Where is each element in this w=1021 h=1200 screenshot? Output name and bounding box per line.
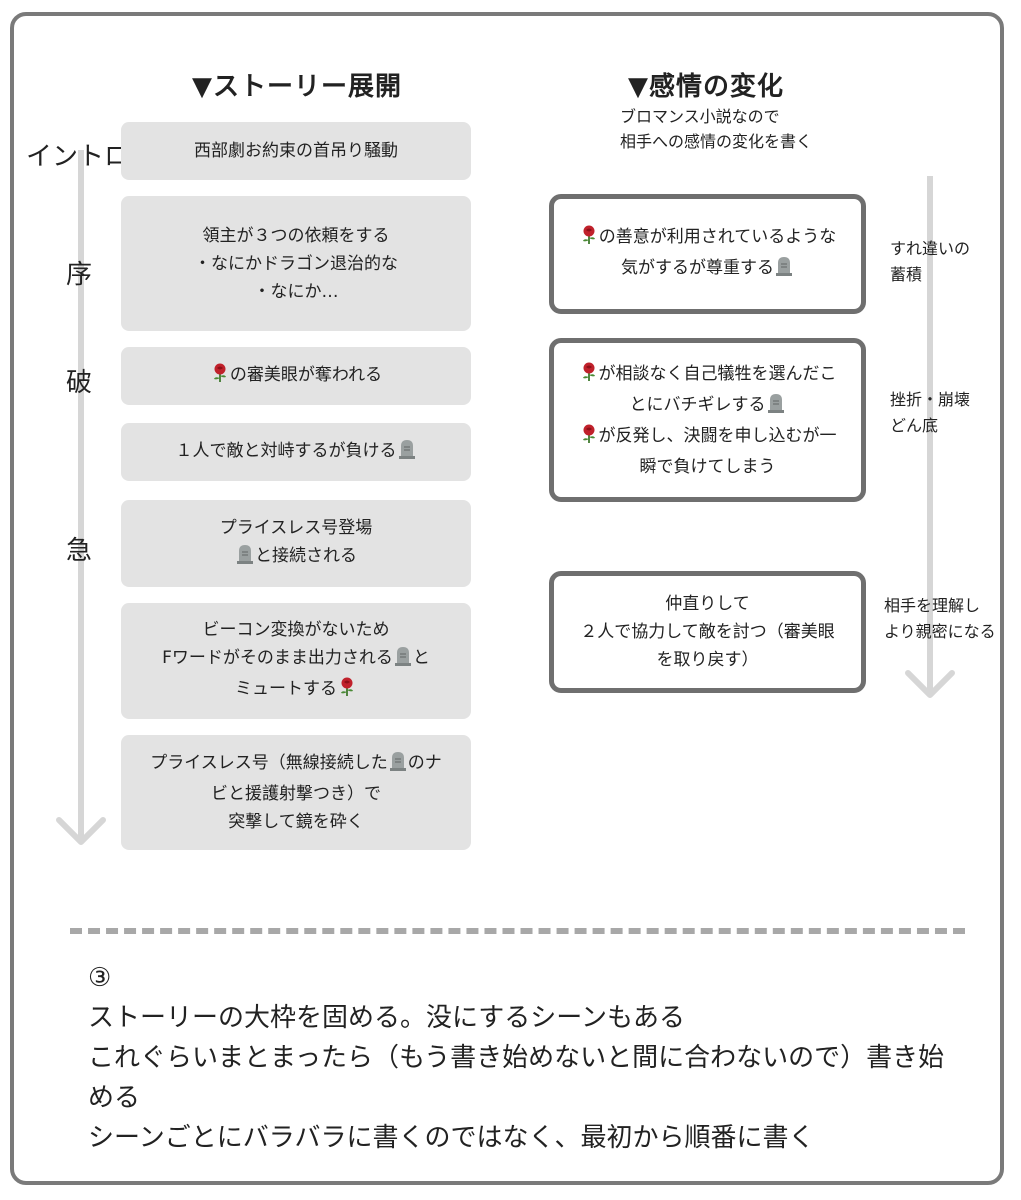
- section-divider: [70, 928, 965, 934]
- rose-icon: [580, 225, 598, 254]
- story-box-1: 西部劇お約束の首吊り騒動: [121, 122, 471, 180]
- box-text: の審美眼が奪われる: [210, 361, 382, 392]
- box-line: ビーコン変換がないため: [202, 620, 390, 640]
- tombstone-icon: [236, 544, 254, 573]
- tombstone-icon: [398, 439, 416, 468]
- box-text: 仲直りして ２人で協力して敵を討つ（審美眼を取り戻す）: [580, 590, 835, 674]
- side-label-line: すれ違いの: [890, 239, 971, 258]
- card-frame: [10, 12, 1004, 1185]
- story-box-3: の審美眼が奪われる: [121, 347, 471, 405]
- box-line: 気がするが尊重する: [579, 254, 837, 285]
- side-label-line: 蓄積: [890, 265, 923, 284]
- box-line: の審美眼が奪われる: [210, 361, 382, 392]
- box-line: 西部劇お約束の首吊り騒動: [194, 141, 398, 161]
- box-text: １人で敵と対峙するが負ける: [176, 437, 417, 468]
- story-heading: ▼ストーリー展開: [192, 72, 402, 102]
- notes-section: ③ ストーリーの大枠を固める。没にするシーンもある これぐらいまとまったら（もう…: [88, 958, 978, 1158]
- notes-line-2: これぐらいまとまったら（もう書き始めないと間に合わないので）書き始: [88, 1043, 945, 1073]
- notes-line-3: める: [88, 1083, 141, 1113]
- box-line: 仲直りして: [665, 594, 750, 614]
- story-box-7: プライスレス号（無線接続したのナビと援護射撃つき）で突撃して鏡を砕く: [121, 735, 471, 850]
- emotion-heading: ▼感情の変化: [628, 72, 784, 102]
- rose-icon: [338, 677, 356, 706]
- story-box-6: ビーコン変換がないため Fワードがそのまま出力されるとミュートする: [121, 603, 471, 719]
- side-label-line: 挫折・崩壊: [890, 390, 971, 409]
- box-line: Fワードがそのまま出力されると: [162, 644, 430, 675]
- stage-intro: イントロ: [26, 142, 131, 172]
- notes-line-1: ストーリーの大枠を固める。没にするシーンもある: [88, 1003, 685, 1033]
- story-box-2: 領主が３つの依頼をする・なにかドラゴン退治的な・なにか…: [121, 196, 471, 331]
- box-line: ・なにかドラゴン退治的な: [194, 253, 398, 274]
- box-text: ビーコン変換がないため Fワードがそのまま出力されるとミュートする: [162, 616, 430, 706]
- emotion-box-2: が相談なく自己犠牲を選んだことにバチギレするが反発し、決闘を申し込むが一瞬で負け…: [549, 338, 866, 502]
- box-line: ・なにか…: [253, 281, 339, 302]
- box-line: 突撃して鏡を砕く: [228, 812, 364, 832]
- box-line: が相談なく自己犠牲を選んだこ: [579, 360, 837, 391]
- story-flow-arrow: [56, 150, 106, 845]
- tombstone-icon: [394, 646, 412, 675]
- box-text: が相談なく自己犠牲を選んだことにバチギレするが反発し、決闘を申し込むが一瞬で負け…: [579, 360, 837, 481]
- emotion-side-label-1: すれ違いの 蓄積: [890, 236, 970, 288]
- box-line: プライスレス号（無線接続したのナ: [150, 749, 442, 780]
- box-line: ビと援護射撃つき）で: [211, 784, 381, 804]
- emotion-subtitle-2: 相手への感情の変化を書く: [620, 132, 813, 151]
- box-line: を取り戻す）: [656, 650, 759, 670]
- box-text: プライスレス号（無線接続したのナビと援護射撃つき）で突撃して鏡を砕く: [150, 749, 442, 836]
- box-text: 西部劇お約束の首吊り騒動: [194, 137, 398, 165]
- story-box-4: １人で敵と対峙するが負ける: [121, 423, 471, 481]
- emotion-flow-arrow: [905, 176, 955, 698]
- stage-ha: 破: [66, 368, 93, 398]
- emotion-side-label-2: 挫折・崩壊 どん底: [890, 387, 970, 439]
- emotion-box-3: 仲直りして ２人で協力して敵を討つ（審美眼を取り戻す）: [549, 571, 866, 693]
- stage-jo: 序: [66, 260, 93, 290]
- box-line: 瞬で負けてしまう: [639, 456, 776, 477]
- box-line: とにバチギレする: [579, 391, 837, 422]
- tombstone-icon: [767, 393, 785, 422]
- tombstone-icon: [389, 751, 407, 780]
- box-line: １人で敵と対峙するが負ける: [176, 437, 417, 468]
- box-text: 領主が３つの依頼をする・なにかドラゴン退治的な・なにか…: [194, 222, 398, 306]
- notes-number: ③: [88, 963, 112, 993]
- box-text: の善意が利用されているような気がするが尊重する: [579, 223, 837, 285]
- emotion-box-1: の善意が利用されているような気がするが尊重する: [549, 194, 866, 314]
- box-line: の善意が利用されているような: [579, 223, 836, 254]
- rose-icon: [211, 363, 229, 392]
- emotion-subtitle-1: ブロマンス小説なので: [620, 107, 780, 126]
- rose-icon: [580, 362, 598, 391]
- side-label-line: より親密になる: [884, 622, 996, 641]
- tombstone-icon: [775, 256, 793, 285]
- box-line: プライスレス号登場: [219, 518, 373, 538]
- side-label-line: 相手を理解し: [884, 596, 981, 615]
- box-text: プライスレス号登場と接続される: [220, 514, 373, 573]
- box-line: ミュートする: [162, 675, 430, 706]
- story-box-5: プライスレス号登場と接続される: [121, 500, 471, 587]
- box-line: と接続される: [220, 542, 373, 573]
- emotion-side-label-3: 相手を理解し より親密になる: [884, 593, 996, 645]
- rose-icon: [580, 424, 598, 453]
- stage-kyu: 急: [66, 536, 93, 566]
- box-line: 領主が３つの依頼をする: [202, 225, 390, 246]
- notes-line-4: シーンごとにバラバラに書くのではなく、最初から順番に書く: [88, 1123, 815, 1153]
- box-line: ２人で協力して敵を討つ（審美眼: [580, 622, 835, 642]
- box-line: が反発し、決闘を申し込むが一: [579, 422, 837, 453]
- side-label-line: どん底: [890, 416, 939, 435]
